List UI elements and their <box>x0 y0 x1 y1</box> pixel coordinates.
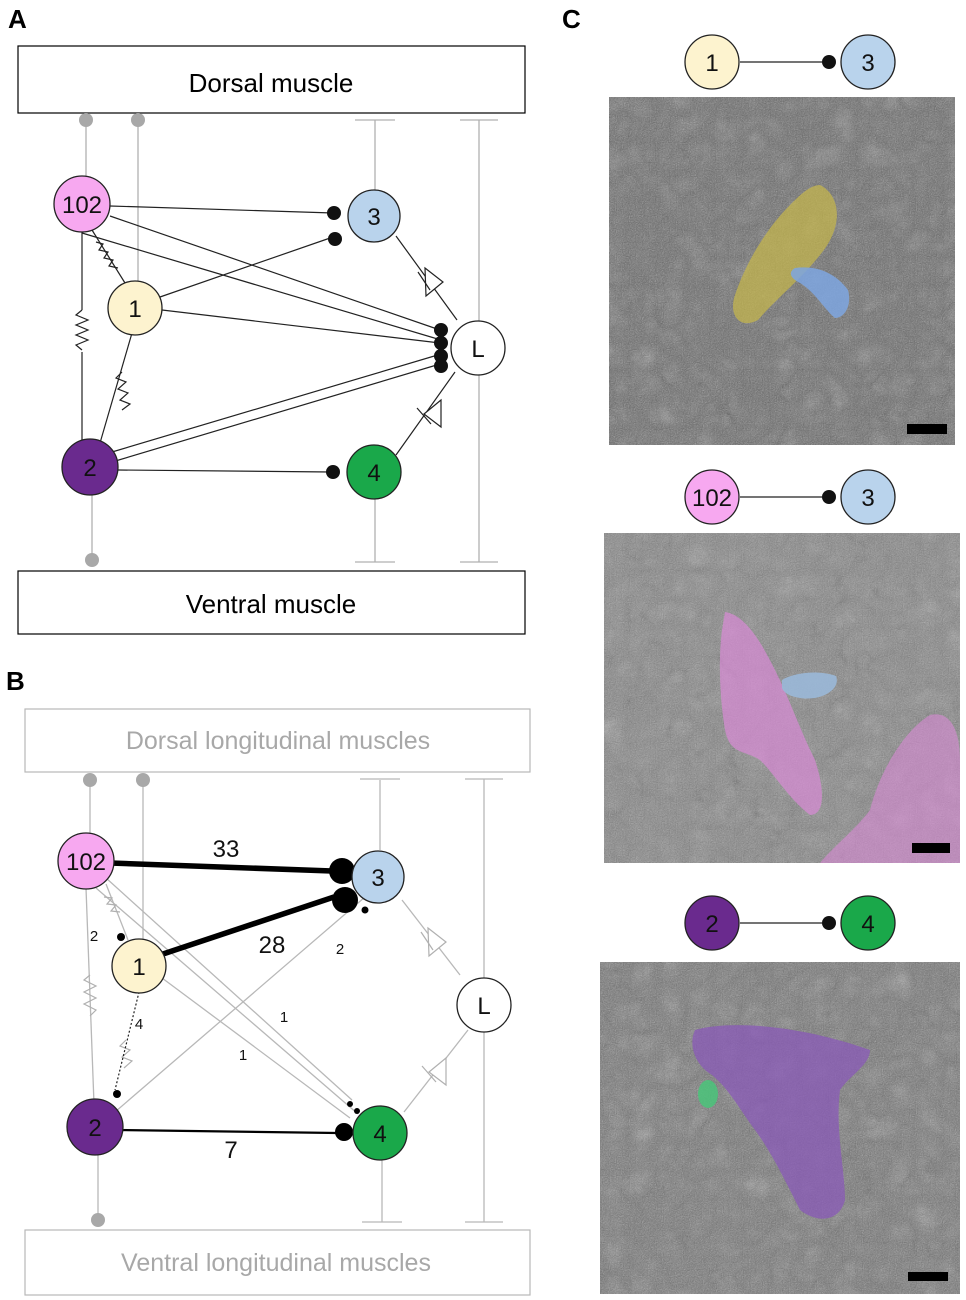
panel-b-muscle-lines <box>85 778 503 1223</box>
ventral-longitudinal-label: Ventral longitudinal muscles <box>121 1249 431 1277</box>
dorsal-muscle-box <box>17 45 526 114</box>
pair-1-post-neuron <box>840 34 896 90</box>
svg-text:L: L <box>471 336 484 363</box>
weight-1-3: 28 <box>259 932 286 959</box>
panel-a-synapse-dots <box>326 206 448 479</box>
em-1-postsynaptic-region <box>790 267 850 318</box>
panel-a-neuron-1: 1 <box>107 280 163 336</box>
svg-text:L: L <box>477 993 490 1020</box>
pair-2-post-neuron <box>840 469 896 525</box>
pair-2-4: 2 4 <box>684 895 896 951</box>
svg-text:4: 4 <box>373 1121 386 1148</box>
panel-a-label: A <box>8 4 27 34</box>
svg-text:1: 1 <box>705 50 718 77</box>
em-1-presynaptic-region <box>732 185 837 324</box>
em-3-presynaptic-region <box>692 1025 870 1219</box>
em-2-presynaptic-region <box>719 612 822 815</box>
weight-102-1: 2 <box>90 928 98 945</box>
panel-b-muscle-terminals <box>83 773 150 1227</box>
panel-b-neuron-2: 2 <box>66 1098 124 1156</box>
em-2-postsynaptic-region <box>782 672 837 699</box>
panel-b-neuron-3: 3 <box>351 850 405 904</box>
svg-text:2: 2 <box>88 1115 101 1142</box>
panel-a-neuron-4: 4 <box>346 444 402 500</box>
panel-a: A Dorsal muscle Ventral muscle <box>8 4 526 635</box>
panel-a-synapse-lines <box>81 205 458 473</box>
ventral-longitudinal-box <box>24 1229 531 1296</box>
panel-a-neuron-2: 2 <box>61 438 119 496</box>
dorsal-longitudinal-label: Dorsal longitudinal muscles <box>126 727 430 755</box>
svg-text:2: 2 <box>83 455 96 482</box>
svg-text:4: 4 <box>861 911 874 938</box>
panel-c-label: C <box>562 4 581 34</box>
dorsal-longitudinal-box <box>24 708 531 773</box>
panel-b-neuron-102: 102 <box>57 832 115 890</box>
panel-b: B Dorsal longitudinal muscles Ventral lo… <box>6 666 531 1296</box>
em-3-postsynaptic-region <box>698 1080 718 1108</box>
panel-a-neuron-L: L <box>450 320 506 376</box>
svg-text:102: 102 <box>62 192 102 219</box>
svg-text:4: 4 <box>367 460 380 487</box>
ventral-muscle-box <box>17 570 526 635</box>
ventral-muscle-label: Ventral muscle <box>186 589 357 619</box>
panel-b-strong-synapses <box>109 860 338 1135</box>
panel-a-rectifying-junctions <box>416 266 444 429</box>
svg-text:102: 102 <box>66 849 106 876</box>
panel-b-gap-junctions <box>82 896 134 1069</box>
panel-b-weight-labels: 33 28 2 1 1 7 2 4 <box>90 836 344 1164</box>
panel-b-synapse-dots <box>113 858 369 1141</box>
panel-a-neuron-102: 102 <box>53 175 111 233</box>
pair-1-3: 1 3 <box>684 34 896 90</box>
svg-text:3: 3 <box>861 50 874 77</box>
pair-2-pre-neuron <box>684 469 740 525</box>
em-image-1 <box>609 97 955 445</box>
weight-1-2: 4 <box>135 1016 143 1033</box>
weight-1-4: 1 <box>239 1047 247 1064</box>
em-2-scale-bar <box>912 843 950 853</box>
pair-1-pre-neuron <box>684 34 740 90</box>
panel-b-dotted-connection <box>114 987 141 1091</box>
panel-c: C 1 3 102 3 <box>562 4 960 1294</box>
pair-102-3: 102 3 <box>684 469 896 525</box>
weight-102-4: 1 <box>280 1009 288 1026</box>
svg-text:3: 3 <box>371 865 384 892</box>
em-2-presynaptic-region-secondary <box>820 714 960 863</box>
svg-text:3: 3 <box>861 485 874 512</box>
dorsal-muscle-label: Dorsal muscle <box>189 68 354 98</box>
panel-b-label: B <box>6 666 25 696</box>
svg-text:2: 2 <box>705 911 718 938</box>
em-3-scale-bar <box>908 1272 948 1281</box>
pair-3-pre-neuron <box>684 895 740 951</box>
svg-text:3: 3 <box>367 204 380 231</box>
panel-a-neuron-3: 3 <box>347 189 401 243</box>
panel-b-neuron-4: 4 <box>352 1105 408 1161</box>
em-image-3 <box>600 962 960 1294</box>
svg-text:102: 102 <box>692 485 732 512</box>
em-1-scale-bar <box>907 424 947 434</box>
weight-102-3: 33 <box>213 836 240 863</box>
panel-b-neuron-L: L <box>456 977 512 1033</box>
em-image-2 <box>604 533 960 863</box>
weight-2-4: 7 <box>224 1137 237 1164</box>
pair-3-post-neuron <box>840 895 896 951</box>
svg-text:1: 1 <box>128 296 141 323</box>
panel-b-neuron-1: 1 <box>111 938 167 994</box>
panel-a-gap-junctions <box>74 241 132 411</box>
panel-a-muscle-terminals <box>79 113 145 567</box>
panel-b-rectifying-junctions <box>420 926 447 1087</box>
weight-2-3: 2 <box>336 941 344 958</box>
svg-text:1: 1 <box>132 954 145 981</box>
